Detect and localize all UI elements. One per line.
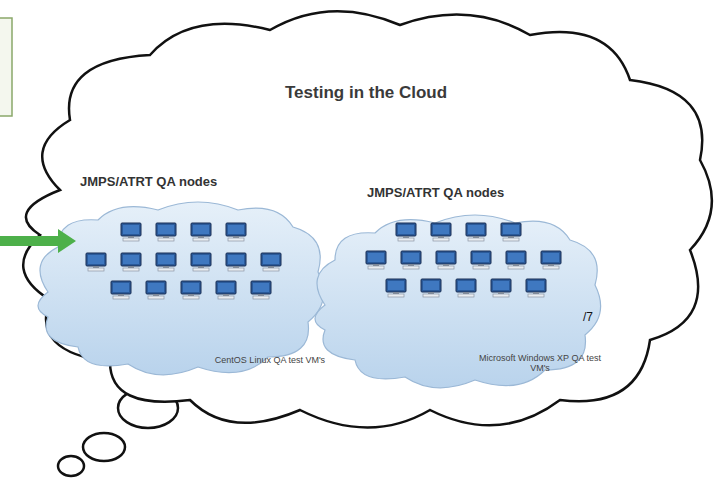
- computer-icon: [191, 223, 211, 241]
- partial-panel: [0, 18, 12, 116]
- computer-icon: [261, 253, 281, 271]
- computer-icon: [396, 223, 416, 241]
- computer-icon: [431, 223, 451, 241]
- computer-icon: [156, 223, 176, 241]
- computer-icon: [216, 281, 236, 299]
- computer-icon: [86, 253, 106, 271]
- computer-icon: [541, 251, 561, 269]
- thought-bubble: [58, 456, 84, 476]
- computer-icon: [226, 223, 246, 241]
- cloud-outline: [28, 172, 328, 384]
- computer-icon: [466, 223, 486, 241]
- computer-icon: [386, 279, 406, 297]
- computer-icon: [146, 281, 166, 299]
- node-cloud: JMPS/ATRT QA nodesCentOS Linux QA test V…: [28, 172, 328, 384]
- computer-icon: [366, 251, 386, 269]
- computer-icon: [456, 279, 476, 297]
- thought-bubble: [83, 433, 125, 461]
- node-cloud: JMPS/ATRT QA nodesMicrosoft Windows XP Q…: [305, 185, 605, 390]
- computer-icon: [526, 279, 546, 297]
- group-caption: Microsoft Windows XP QA test VM's: [479, 353, 601, 374]
- computer-icon: [421, 279, 441, 297]
- computer-icon: [156, 253, 176, 271]
- cloud-title: Testing in the Cloud: [285, 83, 447, 103]
- computer-icon: [111, 281, 131, 299]
- computer-icon: [471, 251, 491, 269]
- group-caption: CentOS Linux QA test VM's: [214, 355, 326, 365]
- computer-icon: [251, 281, 271, 299]
- computer-icon: [506, 251, 526, 269]
- group-heading: JMPS/ATRT QA nodes: [367, 185, 504, 200]
- computer-icon: [501, 223, 521, 241]
- computer-icon: [436, 251, 456, 269]
- computer-icon: [226, 253, 246, 271]
- computer-icon: [491, 279, 511, 297]
- green-arrow: [0, 229, 76, 253]
- computer-icon: [121, 253, 141, 271]
- computer-icon: [401, 251, 421, 269]
- computer-icon: [121, 223, 141, 241]
- page-number: /7: [583, 310, 593, 324]
- group-heading: JMPS/ATRT QA nodes: [80, 174, 217, 189]
- computer-icon: [181, 281, 201, 299]
- computer-icon: [191, 253, 211, 271]
